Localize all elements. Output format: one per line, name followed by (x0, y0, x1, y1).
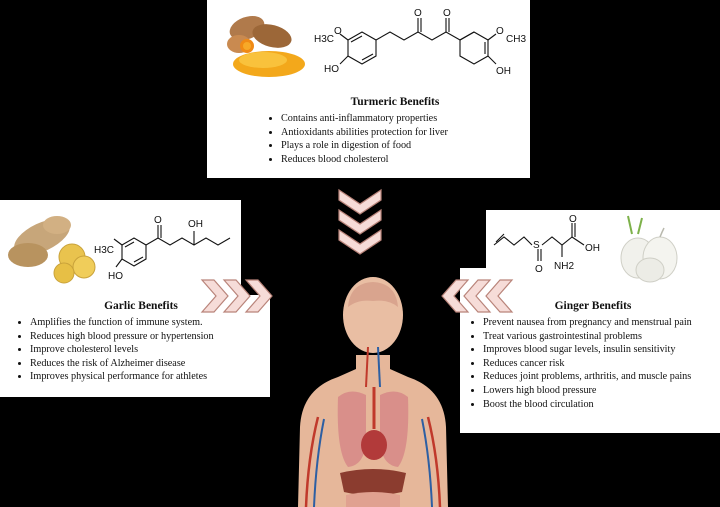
turmeric-panel: H3C O HO O O O CH3 OH Turmeric Benefits … (207, 0, 530, 178)
curcumin-o1-label: O (414, 8, 422, 19)
curcumin-h3c-label: H3C (314, 34, 334, 45)
alliin-structure: S O O OH NH2 (493, 215, 600, 275)
ginger-root-image (8, 216, 96, 284)
turmeric-image (227, 15, 305, 77)
gingerol-o-label: O (154, 215, 162, 226)
list-item: Boost the blood circulation (483, 398, 719, 412)
gingerol-ho-label: HO (108, 271, 123, 282)
list-item: Improve cholesterol levels (30, 343, 268, 357)
curcumin-structure: H3C O HO O O O CH3 OH (314, 8, 526, 77)
list-item: Improves physical performance for athlet… (30, 370, 268, 384)
alliin-o-label: O (569, 215, 577, 225)
curcumin-o-left-label: O (334, 26, 342, 37)
curcumin-oh-label: OH (496, 66, 511, 77)
human-anatomy-figure (298, 277, 448, 507)
gingerol-structure: H3C O OH HO (94, 215, 231, 282)
left-chevrons-icon (441, 279, 514, 313)
alliin-nh2-label: NH2 (554, 261, 574, 272)
turmeric-benefits-list: Contains anti-inflammatory properties An… (265, 112, 525, 166)
list-item: Amplifies the function of immune system. (30, 316, 268, 330)
list-item: Improves blood sugar levels, insulin sen… (483, 343, 719, 357)
curcumin-o2-label: O (443, 8, 451, 19)
list-item: Treat various gastrointestinal problems (483, 330, 719, 344)
list-item: Reduces joint problems, arthritis, and m… (483, 370, 719, 384)
garlic-title: Garlic Benefits (104, 300, 178, 312)
list-item: Plays a role in digestion of food (281, 139, 525, 153)
curcumin-ho-label: HO (324, 64, 339, 75)
garlic-bulb-image (620, 215, 678, 283)
list-item: Reduces cancer risk (483, 357, 719, 371)
garlic-benefits-list: Amplifies the function of immune system.… (14, 316, 268, 384)
list-item: Prevent nausea from pregnancy and menstr… (483, 316, 719, 330)
list-item: Lowers high blood pressure (483, 384, 719, 398)
alliin-s-label: S (533, 240, 540, 251)
alliin-so-label: O (535, 264, 543, 275)
list-item: Reduces high blood pressure or hypertens… (30, 330, 268, 344)
down-chevrons-icon (338, 188, 382, 255)
curcumin-o-right-label: O (496, 26, 504, 37)
gingerol-oh-label: OH (188, 219, 203, 230)
ginger-panel (460, 268, 720, 433)
list-item: Reduces the risk of Alzheimer disease (30, 357, 268, 371)
list-item: Contains anti-inflammatory properties (281, 112, 525, 126)
gingerol-h3c-label: H3C (94, 245, 114, 256)
right-chevrons-icon (200, 279, 273, 313)
ginger-title: Ginger Benefits (554, 300, 632, 312)
list-item: Reduces blood cholesterol (281, 153, 525, 167)
list-item: Antioxidants abilities protection for li… (281, 126, 525, 140)
alliin-oh-label: OH (585, 243, 600, 254)
curcumin-ch3-label: CH3 (506, 34, 526, 45)
ginger-benefits-list: Prevent nausea from pregnancy and menstr… (467, 316, 719, 411)
turmeric-title: Turmeric Benefits (350, 96, 440, 108)
